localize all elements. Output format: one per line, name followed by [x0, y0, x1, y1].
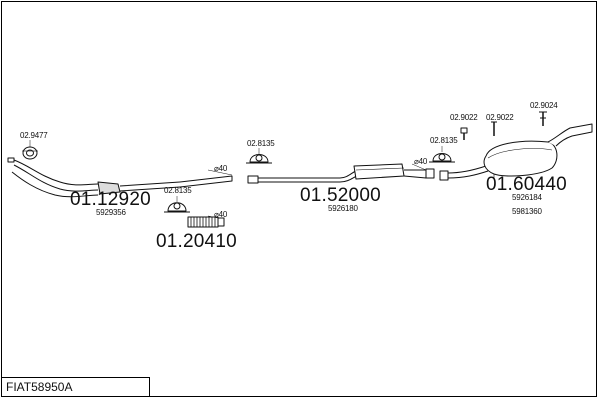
gasket-drawing[interactable] [22, 146, 38, 160]
diameter-label-1: ⌀40 [214, 164, 228, 173]
clamp-c-drawing[interactable] [429, 153, 455, 163]
part-number-front-pipe: 01.12920 [70, 189, 151, 210]
gasket-label: 02.9477 [20, 131, 48, 140]
front-pipe-drawing[interactable] [7, 157, 233, 198]
part-ref-front-pipe: 5929356 [96, 208, 126, 217]
part-number-flex-pipe: 01.20410 [156, 231, 237, 252]
hanger-c-label: 02.9024 [530, 101, 558, 110]
clamp-b-label: 02.8135 [164, 186, 192, 195]
part-ref-rear-silencer-2: 5981360 [512, 207, 542, 216]
clamp-c-label: 02.8135 [430, 136, 458, 145]
diameter-label-2: ⌀40 [214, 210, 228, 219]
part-number-middle-pipe: 01.52000 [300, 185, 381, 206]
clamp-a-drawing[interactable] [246, 154, 272, 164]
rear-silencer-drawing[interactable] [439, 123, 593, 181]
clamp-b-drawing[interactable] [164, 202, 190, 213]
part-ref-middle-pipe: 5926180 [328, 204, 358, 213]
part-number-rear-silencer: 01.60440 [486, 174, 567, 195]
hanger-b-label: 02.9022 [486, 113, 514, 122]
diagram-code: FIAT58950A [1, 377, 150, 397]
clamp-a-label: 02.8135 [247, 139, 275, 148]
flex-pipe-drawing[interactable] [187, 216, 225, 228]
middle-pipe-drawing[interactable] [247, 163, 435, 184]
leader-lines [29, 140, 443, 219]
diameter-label-3: ⌀40 [414, 157, 428, 166]
hanger-b-drawing[interactable] [491, 121, 497, 136]
hanger-a-label: 02.9022 [450, 113, 478, 122]
hanger-a-drawing[interactable] [460, 127, 468, 140]
hanger-c-drawing[interactable] [539, 111, 547, 126]
part-ref-rear-silencer-1: 5926184 [512, 193, 542, 202]
